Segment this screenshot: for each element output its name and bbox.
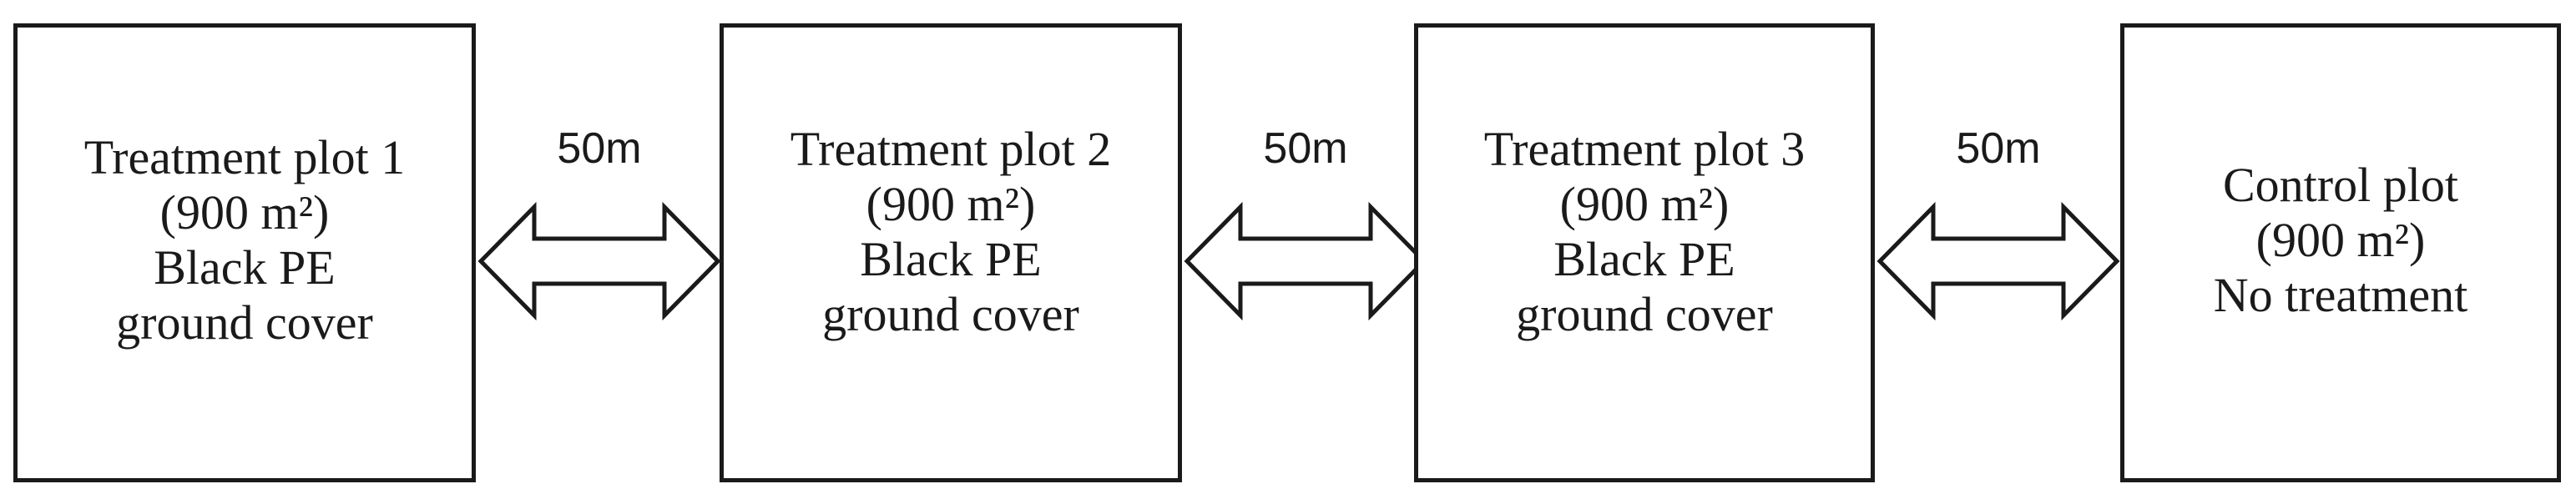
plot-text-block: Treatment plot 1 (900 m²) Black PE groun… [84,130,406,350]
control-plot-box: Control plot (900 m²) No treatment [2120,23,2561,482]
double-headed-arrow-icon [477,201,721,321]
plot-text-block: Treatment plot 3 (900 m²) Black PE groun… [1484,122,1806,342]
plot-treatment-line-2: ground cover [116,295,373,350]
distance-label: 50m [1956,124,2041,173]
plot-title: Treatment plot 2 [790,122,1112,176]
distance-connector-2: 50m [1182,124,1429,374]
plot-treatment-line-1: Black PE [860,232,1042,286]
plot-treatment-line-2: ground cover [1516,287,1773,341]
plot-area: (900 m²) [1559,177,1730,231]
plot-treatment-line-1: No treatment [2213,268,2468,322]
double-headed-arrow-icon [1876,201,2120,321]
distance-connector-3: 50m [1875,124,2122,374]
plot-area: (900 m²) [2255,213,2426,267]
treatment-plot-1-box: Treatment plot 1 (900 m²) Black PE groun… [13,23,476,482]
plot-treatment-line-1: Black PE [154,240,336,295]
plot-treatment-line-2: ground cover [822,287,1079,341]
treatment-plot-3-box: Treatment plot 3 (900 m²) Black PE groun… [1414,23,1875,482]
distance-label: 50m [557,124,642,173]
plot-area: (900 m²) [866,177,1036,231]
distance-label: 50m [1263,124,1348,173]
treatment-plot-2-box: Treatment plot 2 (900 m²) Black PE groun… [720,23,1182,482]
plot-area: (900 m²) [159,185,330,239]
plot-title: Treatment plot 1 [83,130,406,184]
plot-text-block: Control plot (900 m²) No treatment [2214,158,2467,323]
plot-title: Treatment plot 3 [1483,122,1806,176]
distance-connector-1: 50m [476,124,723,374]
plot-text-block: Treatment plot 2 (900 m²) Black PE groun… [790,122,1112,342]
double-headed-arrow-icon [1184,201,1427,321]
plot-treatment-line-1: Black PE [1553,232,1735,286]
plot-title: Control plot [2223,158,2458,212]
